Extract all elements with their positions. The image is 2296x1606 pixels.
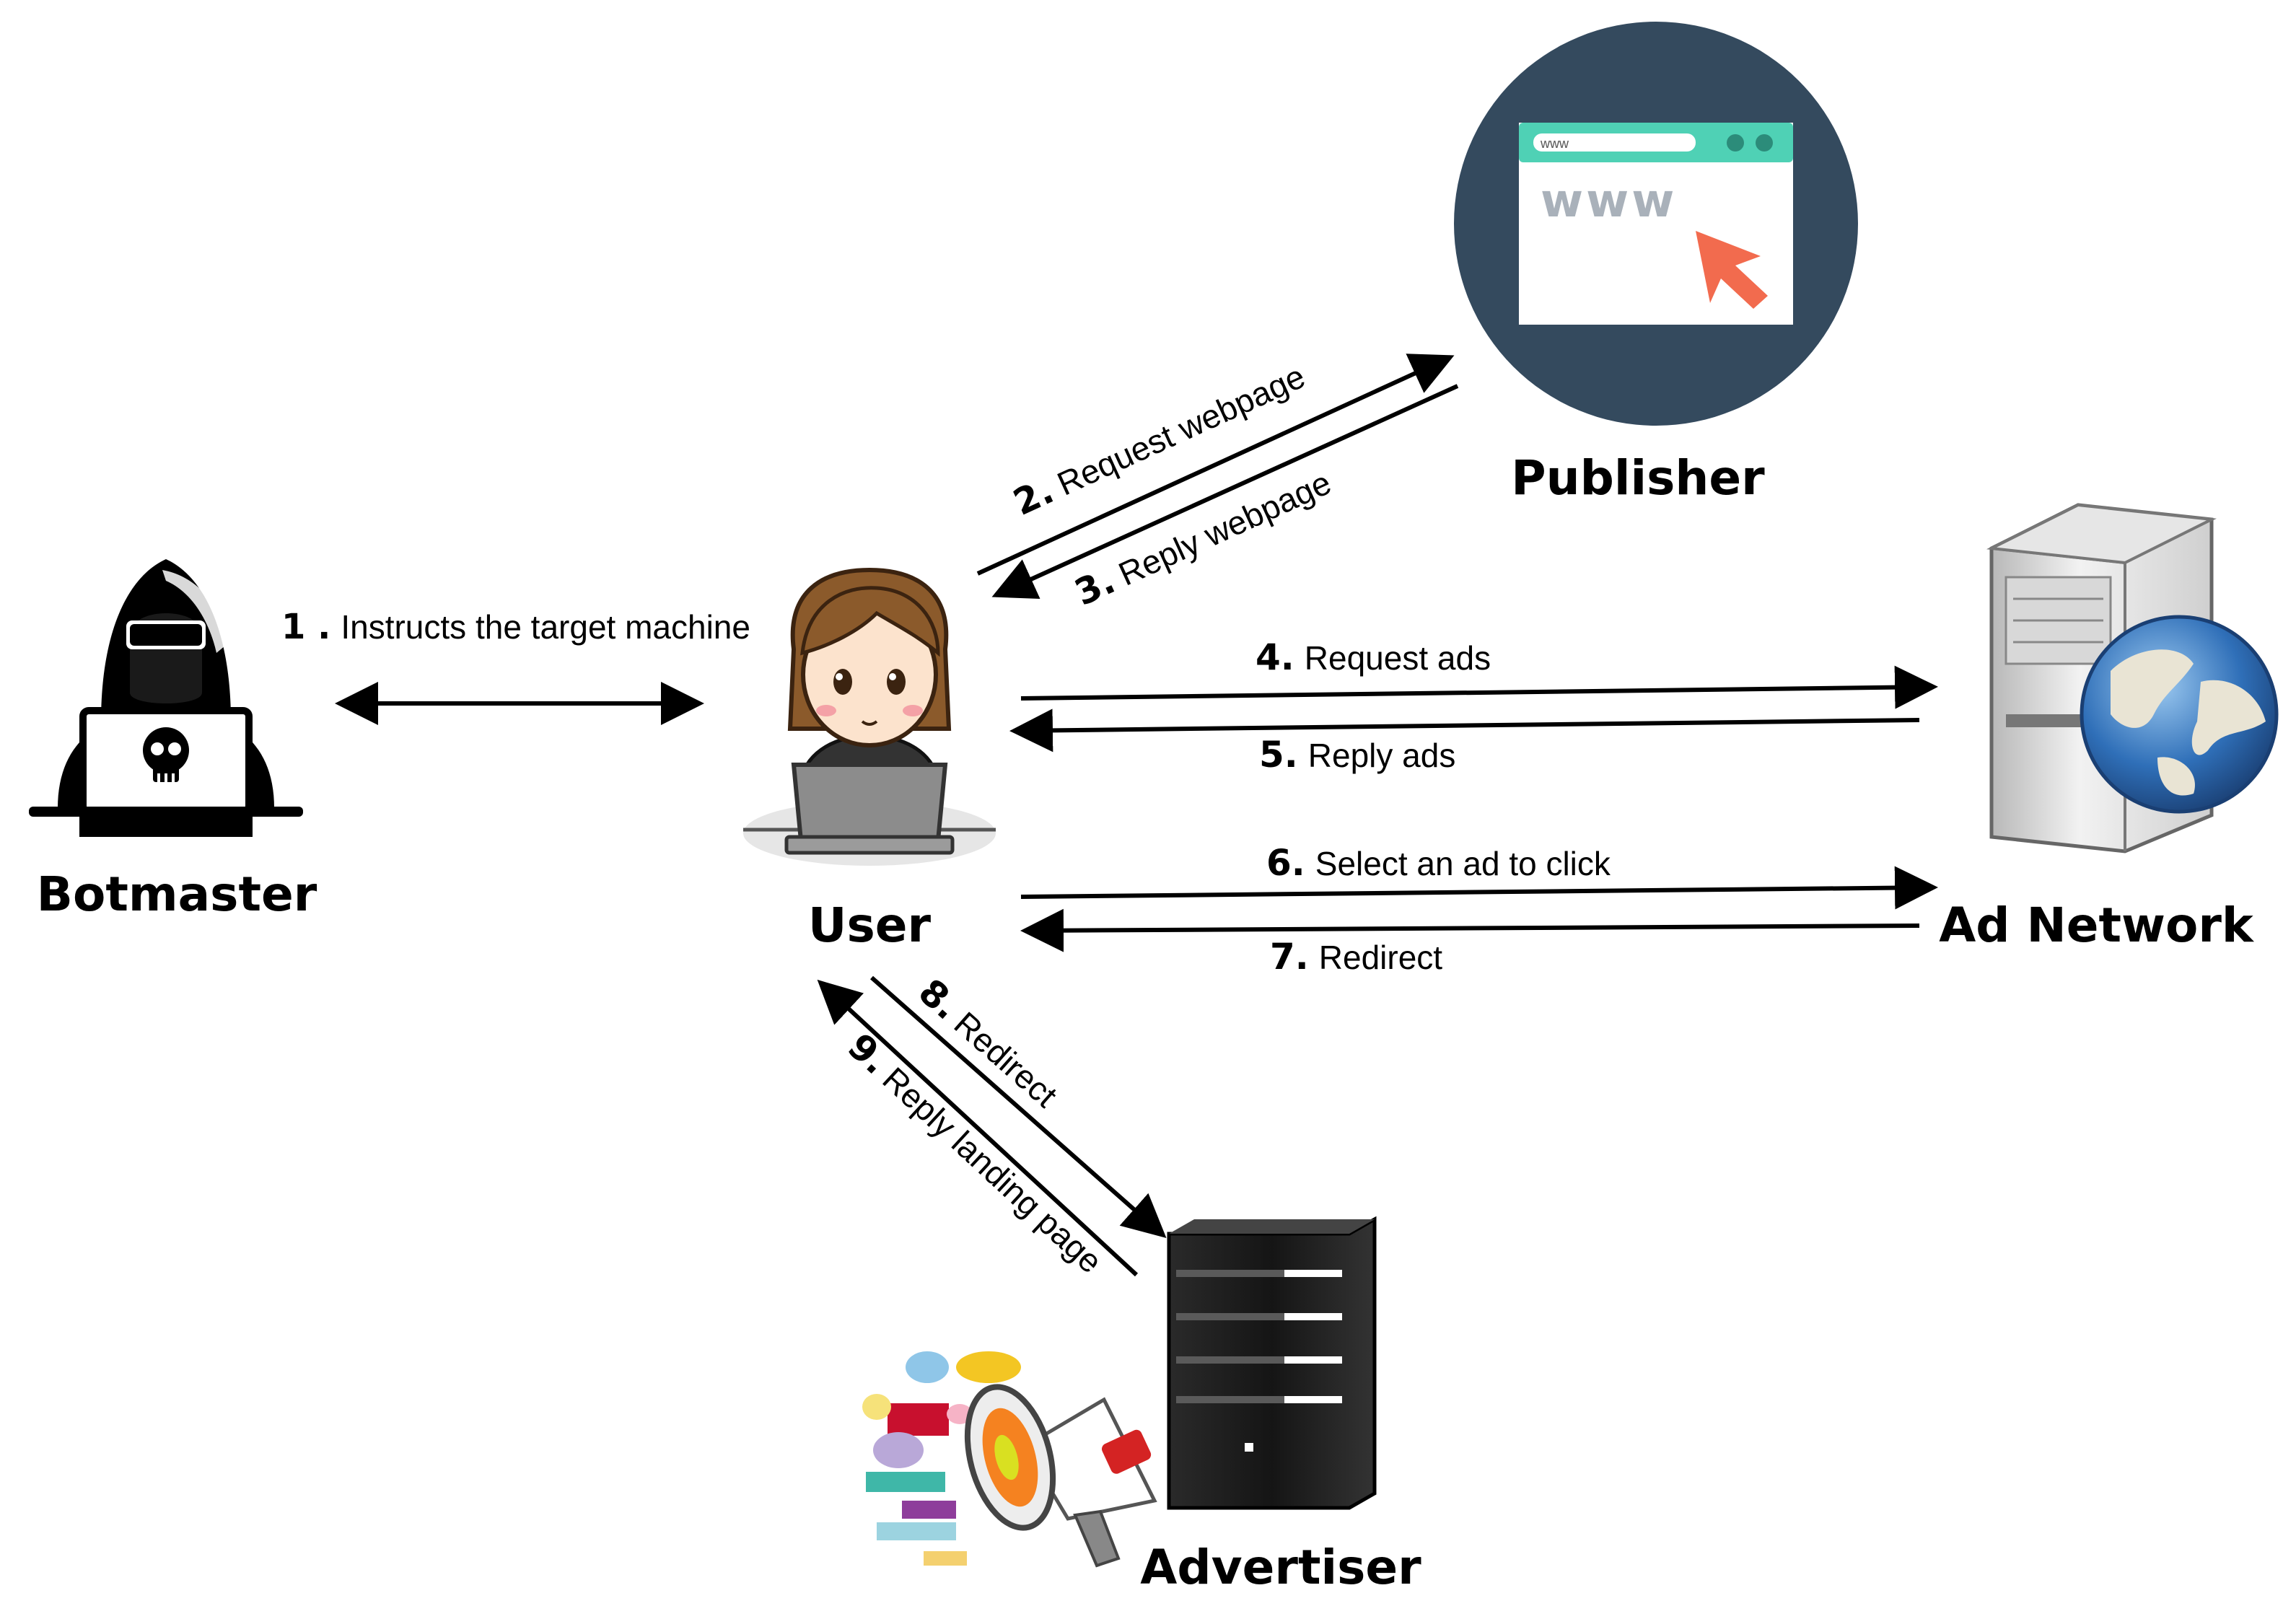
arrow-step-4: [1020, 665, 1938, 709]
arrow-step-6: [1020, 866, 1938, 910]
publisher-node: www www Publisher: [1454, 22, 1858, 506]
megaphone-icon: [964, 1384, 1157, 1568]
user-label: User: [808, 898, 932, 953]
step-7-label: 7.Redirect: [1270, 936, 1442, 978]
step-3-label: 3.Reply webpage: [1069, 461, 1337, 614]
step-1-label: 1 .Instructs the target machine: [281, 607, 750, 647]
hacker-laptop-icon: [29, 559, 303, 837]
arrow-step-3: [991, 384, 1459, 600]
step-4-label: 4.Request ads: [1256, 636, 1491, 678]
arrow-step-7: [1020, 908, 1920, 952]
woman-laptop-icon: [743, 567, 996, 866]
cursor-icon: [1696, 231, 1768, 309]
botmaster-label: Botmaster: [37, 866, 317, 922]
advertiser-node: Advertiser: [862, 1216, 1421, 1595]
ad-network-node: Ad Network: [1939, 503, 2279, 953]
browser-window-icon: www www: [1519, 123, 1793, 325]
arrow-step-9: [817, 979, 1139, 1277]
arrow-step-5: [1009, 708, 1920, 752]
arrow-step-8: [870, 975, 1167, 1238]
browser-url-text: www: [1540, 136, 1569, 151]
step-5-label: 5.Reply ads: [1259, 734, 1455, 776]
globe-icon: [2080, 615, 2279, 814]
advertiser-label: Advertiser: [1140, 1540, 1421, 1595]
server-rack-icon: [1167, 1216, 1377, 1510]
ad-network-label: Ad Network: [1939, 898, 2255, 953]
speech-bubbles-icon: [862, 1351, 1021, 1566]
server-globe-icon: [1986, 503, 2279, 854]
user-node: User: [743, 567, 996, 953]
step-6-label: 6.Select an ad to click: [1266, 842, 1611, 884]
browser-www-text: www: [1541, 175, 1677, 228]
botmaster-node: Botmaster: [29, 559, 317, 922]
arrow-step-2: [976, 354, 1455, 576]
publisher-label: Publisher: [1511, 450, 1765, 506]
arrows: [335, 354, 1938, 1277]
